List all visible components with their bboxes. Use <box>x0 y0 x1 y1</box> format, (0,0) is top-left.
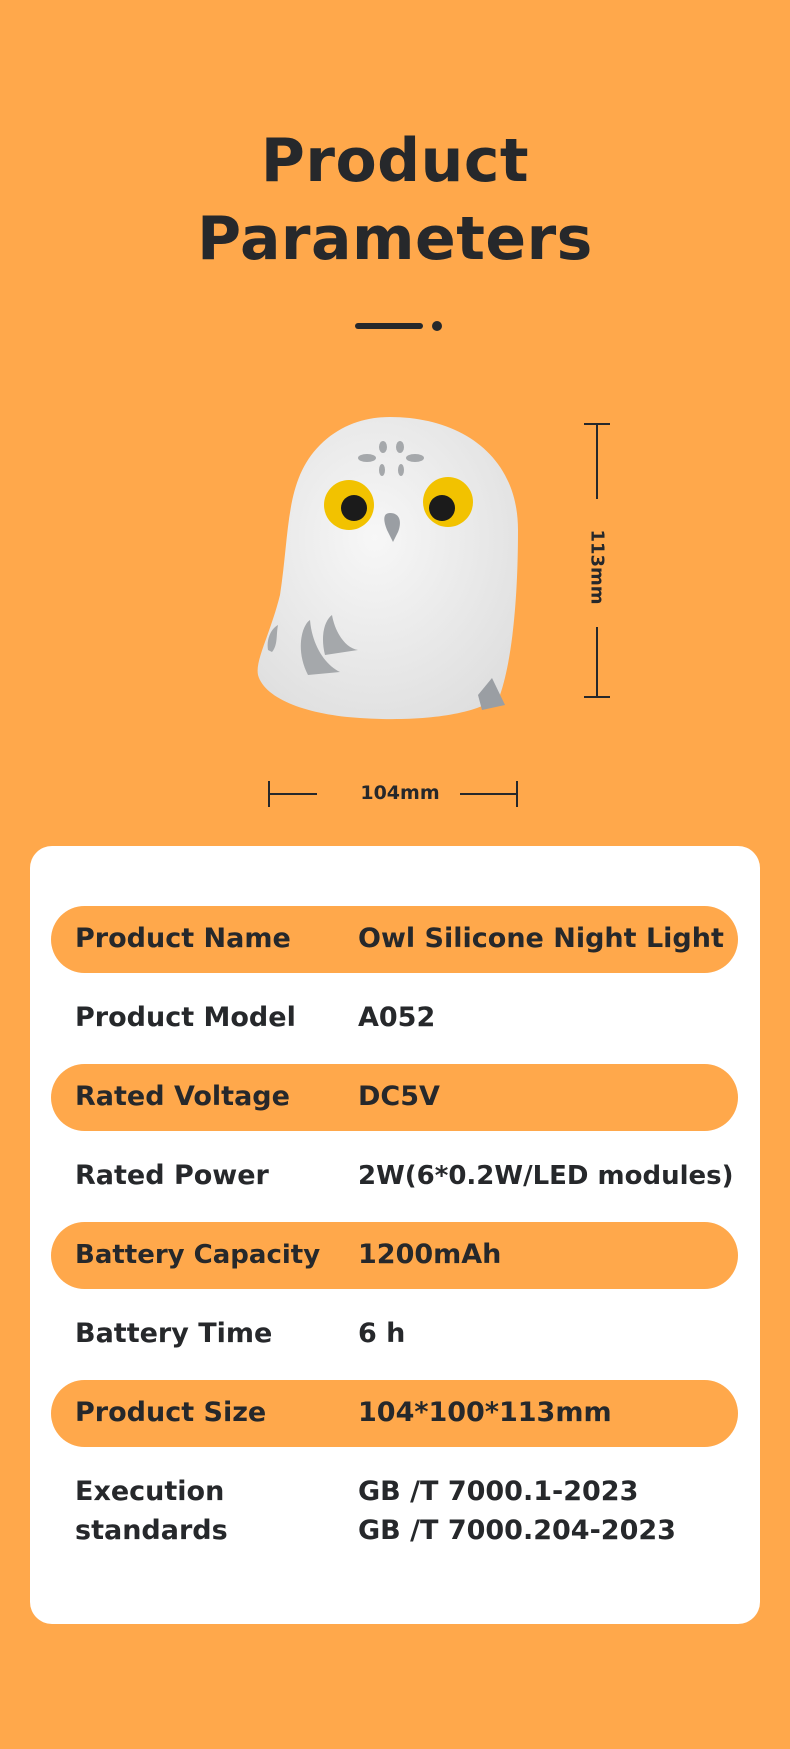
param-value-line2: GB /T 7000.204-2023 <box>358 1515 676 1546</box>
height-dimension-line-bottom <box>596 627 598 697</box>
param-row-product-name: Product Name Owl Silicone Night Light <box>51 906 738 973</box>
param-value: 1200mAh <box>358 1239 502 1270</box>
param-value: Owl Silicone Night Light <box>358 923 724 954</box>
param-value: DC5V <box>358 1081 440 1112</box>
page-title-line2: Parameters <box>197 204 593 274</box>
page-title-line1: Product <box>260 126 530 196</box>
height-dimension-line-top <box>596 423 598 499</box>
param-label: Rated Voltage <box>75 1081 290 1112</box>
param-label: Product Size <box>75 1397 267 1428</box>
param-label: Product Name <box>75 923 291 954</box>
title-underline <box>355 323 423 329</box>
title-underline-dot <box>432 321 442 331</box>
param-value: 6 h <box>358 1318 406 1349</box>
width-dimension-cap-right <box>516 781 518 807</box>
width-dimension-line-right <box>460 793 517 795</box>
param-row-battery-time: Battery Time 6 h <box>51 1301 738 1368</box>
param-value-line1: GB /T 7000.1-2023 <box>358 1476 639 1507</box>
param-label-line2: standards <box>75 1515 228 1546</box>
param-row-rated-voltage: Rated Voltage DC5V <box>51 1064 738 1131</box>
param-value: 2W(6*0.2W/LED modules) <box>358 1161 734 1191</box>
param-row-battery-capacity: Battery Capacity 1200mAh <box>51 1222 738 1289</box>
width-dimension-label: 104mm <box>360 782 440 804</box>
param-label: Rated Power <box>75 1160 269 1191</box>
param-value: A052 <box>358 1002 436 1033</box>
owl-night-light-image <box>257 417 518 720</box>
parameters-card: Product Name Owl Silicone Night Light Pr… <box>30 846 760 1624</box>
param-row-product-model: Product Model A052 <box>51 985 738 1052</box>
param-row-execution-standards: Execution standards GB /T 7000.1-2023 GB… <box>51 1474 738 1554</box>
param-row-rated-power: Rated Power 2W(6*0.2W/LED modules) <box>51 1143 738 1210</box>
param-row-product-size: Product Size 104*100*113mm <box>51 1380 738 1447</box>
param-label: Battery Time <box>75 1318 273 1349</box>
height-dimension-cap-bottom <box>584 696 610 698</box>
param-value: 104*100*113mm <box>358 1397 612 1428</box>
param-label-line1: Execution <box>75 1476 225 1507</box>
param-label: Battery Capacity <box>75 1240 321 1270</box>
height-dimension-label: 113mm <box>586 529 608 605</box>
width-dimension-line-left <box>268 793 317 795</box>
param-label: Product Model <box>75 1002 296 1033</box>
